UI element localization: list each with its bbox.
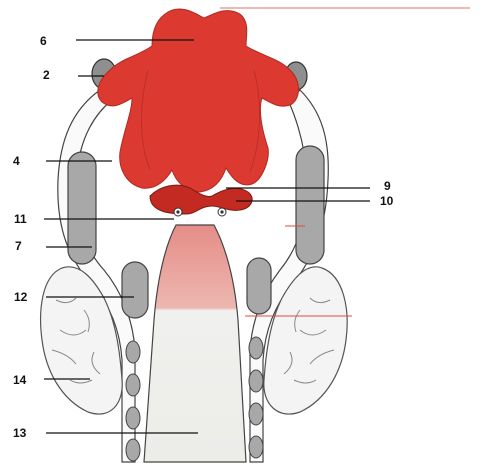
label-13: 13 xyxy=(13,426,26,440)
cricoid-cartilage-left xyxy=(122,262,148,318)
thyroid-cartilage-right xyxy=(296,146,324,264)
label-4: 4 xyxy=(13,154,20,168)
label-9: 9 xyxy=(384,179,391,193)
label-7: 7 xyxy=(15,239,22,253)
vocal-cord-left xyxy=(174,208,182,216)
label-11: 11 xyxy=(14,212,27,226)
trachea xyxy=(144,225,246,462)
label-6: 6 xyxy=(40,34,47,48)
label-10: 10 xyxy=(380,194,393,208)
epiglottis-and-vestibule xyxy=(98,9,299,192)
label-2: 2 xyxy=(43,68,50,82)
label-12: 12 xyxy=(14,290,27,304)
cricoid-cartilage-right xyxy=(247,258,271,314)
vocal-cord-right xyxy=(218,208,226,216)
label-14: 14 xyxy=(13,373,26,387)
